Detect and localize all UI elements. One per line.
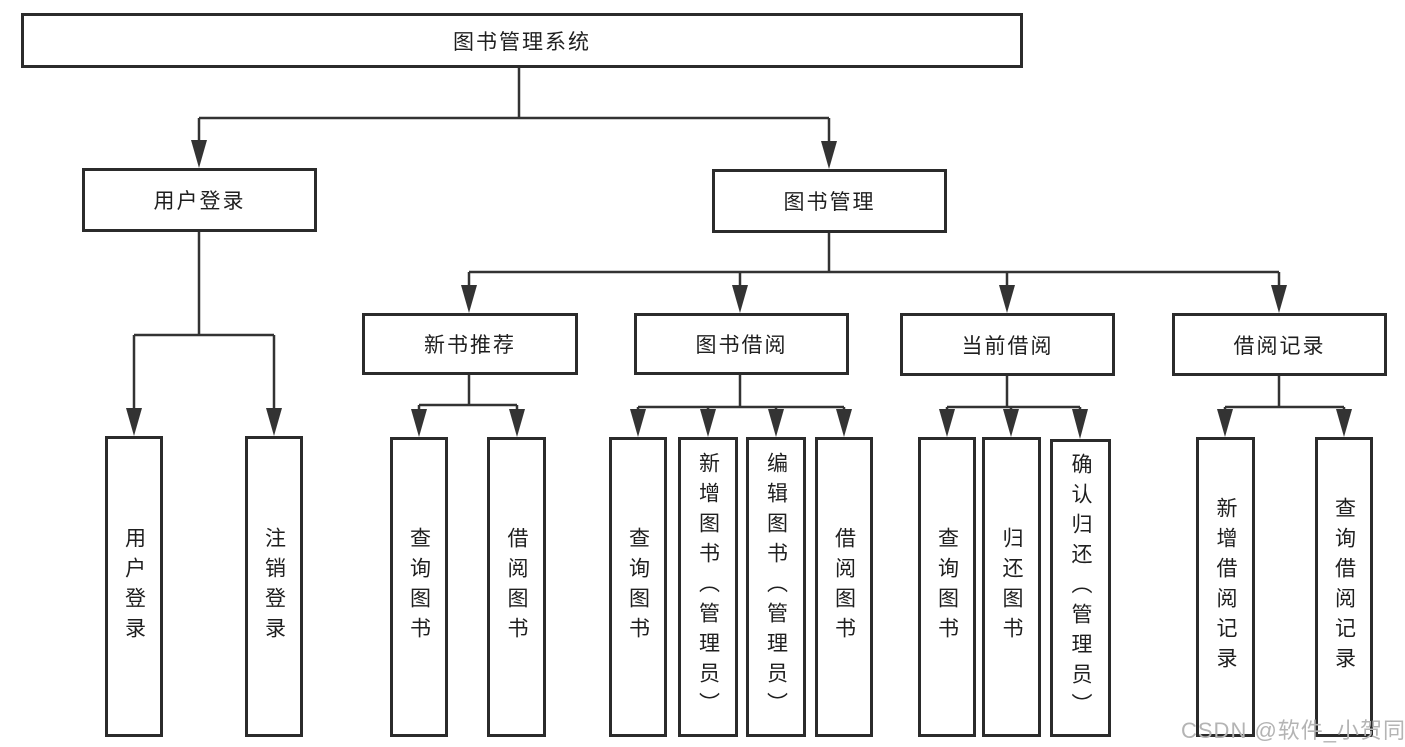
leaf-query-books-recommend: 查询图书 — [390, 437, 448, 737]
leaf-label: 借阅图书 — [505, 527, 529, 647]
leaf-label: 新增借阅记录 — [1214, 497, 1238, 677]
node-label: 图书管理 — [783, 191, 876, 214]
leaf-query-books-borrow: 查询图书 — [609, 437, 667, 737]
leaf-user-login: 用户登录 — [105, 436, 163, 737]
leaf-label: 查询图书 — [407, 527, 431, 647]
leaf-label: 查询图书 — [935, 527, 959, 647]
node-label: 当前借阅 — [961, 334, 1054, 358]
leaf-borrow-books-recommend: 借阅图书 — [487, 437, 546, 737]
leaf-label: 编辑图书（管理员） — [764, 452, 788, 722]
leaf-add-books-admin: 新增图书（管理员） — [678, 437, 738, 737]
leaf-label: 注销登录 — [262, 526, 286, 647]
node-library-system: 图书管理系统 — [21, 13, 1023, 68]
node-label: 图书管理系统 — [453, 30, 591, 54]
node-label: 新书推荐 — [424, 334, 516, 357]
csdn-watermark: CSDN @软件_小贺同学 — [1181, 718, 1405, 743]
leaf-borrow-books: 借阅图书 — [815, 437, 873, 737]
leaf-label: 新增图书（管理员） — [696, 452, 720, 722]
node-new-book-recommend: 新书推荐 — [362, 313, 578, 375]
leaf-label: 查询借阅记录 — [1332, 497, 1356, 677]
leaf-label: 确认归还（管理员） — [1069, 453, 1093, 723]
leaf-logout: 注销登录 — [245, 436, 303, 737]
arrowheads — [126, 140, 1352, 439]
node-label: 图书借阅 — [695, 334, 788, 357]
leaf-label: 归还图书 — [1000, 527, 1024, 647]
node-label: 借阅记录 — [1233, 334, 1326, 358]
node-current-borrow: 当前借阅 — [900, 313, 1115, 376]
leaf-add-borrow-record: 新增借阅记录 — [1196, 437, 1255, 737]
leaf-query-borrow-record: 查询借阅记录 — [1315, 437, 1373, 737]
leaf-query-books-current: 查询图书 — [918, 437, 976, 737]
node-book-management: 图书管理 — [712, 169, 947, 233]
leaf-label: 借阅图书 — [832, 527, 856, 647]
leaf-confirm-return-admin: 确认归还（管理员） — [1050, 439, 1111, 737]
leaf-edit-books-admin: 编辑图书（管理员） — [746, 437, 806, 737]
leaf-label: 查询图书 — [626, 527, 650, 647]
node-label: 用户登录 — [153, 190, 246, 213]
leaf-return-books: 归还图书 — [982, 437, 1041, 737]
node-book-borrow: 图书借阅 — [634, 313, 849, 375]
leaf-label: 用户登录 — [122, 526, 146, 647]
node-borrow-records: 借阅记录 — [1172, 313, 1387, 376]
node-user-login: 用户登录 — [82, 168, 317, 232]
